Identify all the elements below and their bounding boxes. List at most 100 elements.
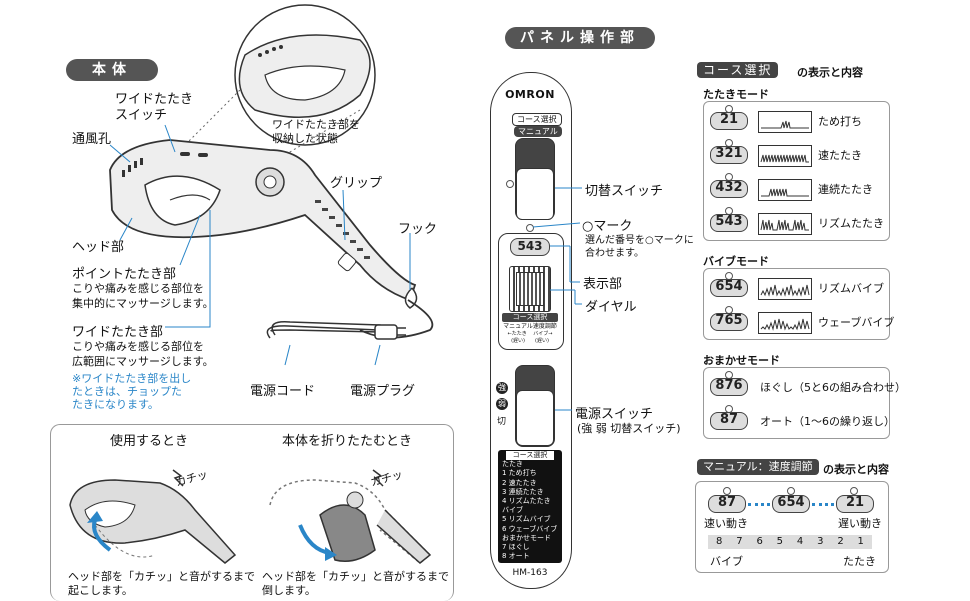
- use-caption: ヘッド部を「カチッ」と音がするまで 起こします。: [68, 570, 255, 597]
- scale-step: 4: [796, 536, 804, 547]
- vibe-label: バイブ: [710, 555, 743, 568]
- vent-label: 通風孔: [72, 132, 112, 147]
- course-code: 654: [710, 279, 748, 297]
- course-code: 876: [710, 378, 748, 396]
- power-mark-off: 切: [497, 417, 507, 427]
- panel-course-select-mini: コース選択: [502, 313, 558, 322]
- course-list-item: バイブ: [502, 506, 523, 515]
- omakase-mode-title: おまかせモード: [703, 354, 780, 367]
- dial-label: ダイヤル: [585, 300, 637, 315]
- manual-code-slow-tataki: 21: [836, 495, 874, 513]
- manual-speed-sub2: (遅い) (遅い): [511, 338, 549, 344]
- tataki-label: たたき: [843, 555, 876, 568]
- course-code: 765: [710, 313, 748, 331]
- display-label: 表示部: [583, 277, 623, 292]
- usage-illustrations: [69, 469, 432, 564]
- fast-label: 速い動き: [704, 517, 748, 530]
- slow-label: 遅い動き: [838, 517, 882, 530]
- use-title: 使用するとき: [110, 434, 189, 449]
- course-header-tag: コース選択: [697, 62, 779, 78]
- row-marker: [850, 487, 858, 495]
- scale-step: 8: [716, 536, 723, 547]
- display-window: 543: [510, 238, 550, 256]
- point-title: ポイントたたき部: [72, 267, 177, 282]
- manual-code-slow-vibe: 87: [708, 495, 746, 513]
- course-name: ため打ち: [818, 115, 862, 128]
- waveform-rhythm: [758, 213, 812, 235]
- massager-illustration: [109, 4, 434, 340]
- model-number: HM-163: [512, 568, 548, 578]
- course-code: 87: [710, 412, 748, 430]
- power-sublabel: (強 弱 切替スイッチ): [577, 422, 681, 435]
- dotted-connector: [812, 503, 834, 506]
- course-list-item: たたき: [502, 460, 523, 469]
- course-code: 432: [710, 180, 748, 198]
- waveform-fast: [758, 145, 812, 167]
- scale-step: 1: [857, 536, 864, 547]
- row-marker: [787, 487, 795, 495]
- course-select-tag: コース選択: [512, 113, 562, 126]
- panel-course-list-title: コース選択: [506, 451, 554, 461]
- course-list-item: 2 速たたき: [502, 478, 537, 487]
- cord-label: 電源コード: [250, 384, 316, 399]
- power-mark-weak: 弱: [496, 398, 508, 410]
- course-code: 321: [710, 146, 748, 164]
- wide-title: ワイドたたき部: [72, 325, 164, 340]
- course-list-item: 7 ほぐし: [502, 542, 530, 551]
- course-name: 連続たたき: [818, 183, 873, 196]
- main-body-title: 本体: [66, 59, 158, 81]
- course-name: リズムバイブ: [818, 282, 884, 295]
- course-list-item: 1 ため打ち: [502, 469, 537, 478]
- course-list-item: 4 リズムたたき: [502, 496, 551, 505]
- waveform-wave-vibe: [758, 312, 812, 334]
- power-switch-knob[interactable]: [516, 390, 554, 446]
- row-marker: [723, 487, 731, 495]
- course-list-item: おまかせモード: [502, 533, 551, 542]
- manual-header-tag: マニュアル：速度調節: [697, 459, 819, 475]
- manual-header-suffix: の表示と内容: [823, 463, 889, 476]
- course-header-suffix: の表示と内容: [797, 66, 863, 79]
- course-name: リズムたたき: [818, 217, 884, 230]
- dotted-connector: [748, 503, 770, 506]
- waveform-rhythm-vibe: [758, 278, 812, 300]
- tataki-mode-title: たたきモード: [703, 88, 769, 101]
- maru-label: ○マーク: [582, 219, 633, 234]
- course-code: 21: [710, 112, 748, 130]
- scale-step: 5: [776, 536, 784, 547]
- course-code: 543: [710, 214, 748, 232]
- maru-desc: 選んだ番号を○マークに 合わせます。: [585, 235, 694, 259]
- fold-caption: ヘッド部を「カチッ」と音がするまで 倒します。: [262, 570, 449, 597]
- course-name: オート（1～6の繰り返し）: [760, 415, 895, 428]
- display-area: [498, 233, 564, 350]
- scale-step: 7: [736, 536, 743, 547]
- scale-step: 6: [756, 536, 763, 547]
- wide-note: ※ワイドたたき部を出したときは、チョップたたきになります。: [72, 372, 192, 411]
- scale-step: 2: [837, 536, 844, 547]
- hook-label: フック: [398, 222, 438, 237]
- vibe-mode-title: バイブモード: [703, 255, 769, 268]
- waveform-continuous: [758, 179, 812, 201]
- callout-lines: [109, 124, 411, 366]
- fold-title: 本体を折りたたむとき: [282, 434, 413, 449]
- manual-code-mid: 654: [772, 495, 810, 513]
- mode-switch-knob[interactable]: [516, 168, 554, 220]
- wide-desc: こりや痛みを感じる部位を 広範囲にマッサージします。: [72, 340, 214, 368]
- power-label: 電源スイッチ: [575, 407, 654, 422]
- stored-note: ワイドたたき部を 収納した状態: [272, 118, 360, 145]
- wide-switch-label: ワイドたたき スイッチ: [115, 92, 194, 123]
- course-list-item: 8 オート: [502, 552, 530, 561]
- course-name: ほぐし（5と6の組み合わせ）: [760, 381, 906, 394]
- scale-step: 3: [817, 536, 824, 547]
- point-desc: こりや痛みを感じる部位を 集中的にマッサージします。: [72, 282, 214, 310]
- manual-tag: マニュアル: [514, 126, 562, 137]
- plug-label: 電源プラグ: [350, 384, 416, 399]
- head-label: ヘッド部: [72, 240, 125, 255]
- panel-title: パネル操作部: [505, 27, 655, 49]
- brand-logo: OMRON: [505, 88, 555, 101]
- maru-mark: [526, 224, 534, 232]
- manual-speed-line: マニュアル速度調節: [503, 323, 557, 330]
- course-name: ウェーブバイブ: [818, 316, 895, 329]
- switch-label: 切替スイッチ: [585, 184, 664, 199]
- grip-label: グリップ: [330, 176, 383, 191]
- dial-inner: [516, 272, 544, 306]
